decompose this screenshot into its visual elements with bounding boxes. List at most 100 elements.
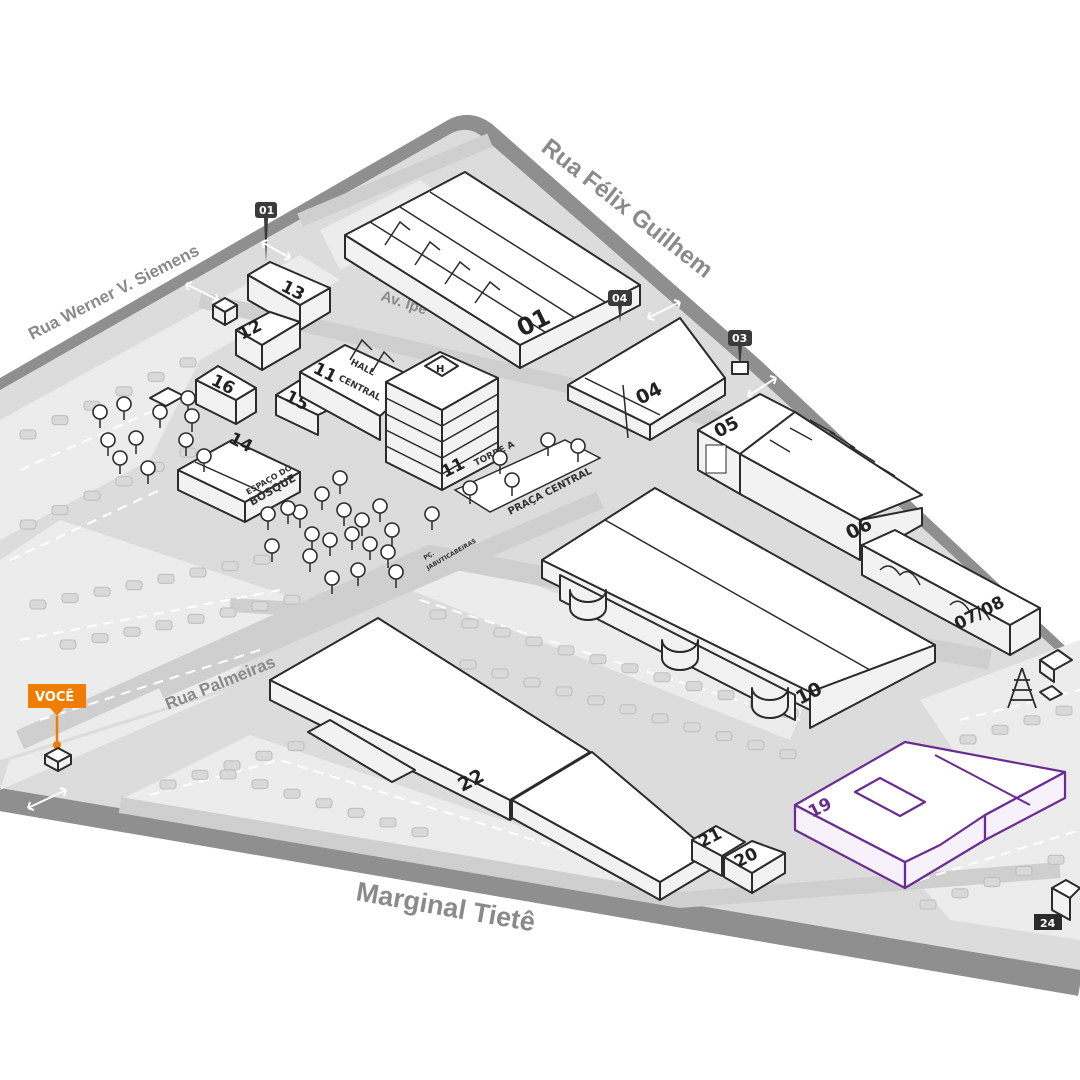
car-icon (653, 672, 671, 683)
car-icon (461, 618, 479, 629)
car-icon (587, 695, 605, 706)
building-10[interactable]: 10 (541, 487, 936, 729)
car-icon (717, 690, 735, 701)
tree-icon (260, 506, 276, 530)
car-icon (491, 668, 509, 679)
tree-icon (492, 450, 508, 474)
two-way-arrow-icon (647, 299, 681, 321)
tree-icon (280, 500, 296, 524)
car-icon (1015, 865, 1033, 876)
car-icon (51, 505, 69, 516)
car-icon (61, 593, 79, 604)
building-16[interactable]: 16 (195, 365, 257, 425)
tree-icon (264, 538, 280, 562)
car-icon (779, 749, 797, 760)
building-07-08[interactable]: 07/08 (861, 529, 1041, 656)
car-icon (255, 750, 273, 761)
bosque-trees (92, 390, 586, 594)
car-icon (19, 429, 37, 440)
car-icon (493, 627, 511, 638)
car-icon (189, 567, 207, 578)
tree-icon (380, 544, 396, 568)
car-icon (91, 633, 109, 644)
tree-icon (116, 396, 132, 420)
car-icon (347, 807, 365, 818)
map-pin-icon (28, 684, 86, 716)
tree-icon (152, 404, 168, 428)
tree-icon (384, 522, 400, 546)
tree-icon (112, 450, 128, 474)
tree-icon (178, 432, 194, 456)
car-icon (223, 760, 241, 771)
car-icon (219, 769, 237, 780)
tree-icon (128, 430, 144, 454)
building-24-number: 24 (1040, 917, 1056, 930)
car-icon (715, 731, 733, 742)
car-icon (525, 636, 543, 647)
tree-icon (388, 564, 404, 588)
car-icon (157, 573, 175, 584)
car-icon (555, 686, 573, 697)
gate-01-marker[interactable]: 01 (255, 202, 277, 262)
car-icon (219, 607, 237, 618)
car-icon (287, 741, 305, 752)
building-04[interactable]: 04 (567, 317, 726, 441)
car-icon (147, 371, 165, 382)
building-24[interactable]: 24 (1034, 879, 1080, 930)
tree-icon (324, 570, 340, 594)
car-icon (991, 724, 1009, 735)
car-icon (283, 594, 301, 605)
tree-icon (424, 506, 440, 530)
car-icon (59, 639, 77, 650)
gate-03-label: 03 (732, 332, 747, 345)
car-icon (115, 386, 133, 397)
car-icon (983, 877, 1001, 888)
building-11-torre-a[interactable]: H 11 TORRE A (385, 351, 517, 491)
tree-icon (336, 502, 352, 526)
car-icon (747, 740, 765, 751)
car-icon (651, 713, 669, 724)
car-icon (83, 490, 101, 501)
car-icon (221, 561, 239, 572)
two-way-arrow-icon (27, 787, 67, 811)
gate-03-marker[interactable]: 03 (728, 330, 752, 375)
car-icon (589, 654, 607, 665)
tree-icon (332, 470, 348, 494)
building-12[interactable]: 12 (235, 311, 301, 371)
tree-icon (350, 562, 366, 586)
you-are-here-marker[interactable]: VOCÊ (28, 684, 86, 772)
building-21[interactable]: 21 (691, 824, 746, 877)
car-icon (683, 722, 701, 733)
car-icon (251, 779, 269, 790)
building-19-highlighted[interactable]: 19 (793, 740, 1067, 890)
tree-icon (344, 526, 360, 550)
car-icon (1047, 854, 1065, 865)
building-22-annex[interactable] (511, 751, 711, 901)
car-icon (123, 626, 141, 637)
gate-04-marker[interactable]: 04 (608, 290, 632, 322)
tree-icon (362, 536, 378, 560)
car-icon (411, 827, 429, 838)
car-icon (19, 519, 37, 530)
tree-icon (196, 448, 212, 472)
car-icon (187, 613, 205, 624)
building-01[interactable]: 01 (344, 171, 641, 369)
car-icon (1023, 715, 1041, 726)
car-icon (315, 798, 333, 809)
tree-icon (314, 486, 330, 510)
tree-icon (322, 532, 338, 556)
two-way-arrow-icon (185, 281, 219, 303)
car-icon (251, 601, 269, 612)
car-icon (155, 620, 173, 631)
car-icon (621, 663, 639, 674)
car-icon (685, 681, 703, 692)
car-icon (179, 447, 197, 458)
car-icon (619, 704, 637, 715)
heliport-icon: H (424, 355, 459, 377)
building-13[interactable]: 13 (247, 261, 331, 331)
car-icon (429, 609, 447, 620)
tree-icon (184, 408, 200, 432)
car-icon (919, 899, 937, 910)
tree-icon (462, 480, 478, 504)
